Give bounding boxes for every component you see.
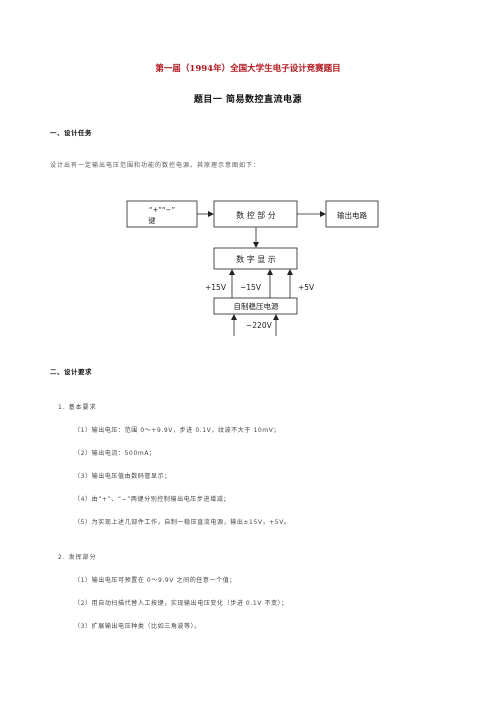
label-ac-220v: ~220V [246, 321, 273, 330]
control-box [213, 200, 298, 228]
extended-requirement-item: （2）用自动扫描代替人工按键，实现输出电压变化（步进 0.1V 不变）； [74, 600, 288, 607]
document-title: 第一届（1994年）全国大学生电子设计竞赛题目 [155, 64, 341, 74]
power-supply-box [213, 297, 298, 315]
label-neg15v: −15V [240, 283, 262, 292]
extended-requirement-item: （1）输出电压可预置在 0～9.9V 之间的任意一个值； [74, 577, 236, 584]
section-design-requirements-heading: 二、设计要求 [50, 368, 92, 376]
basic-requirement-item: （4）由“+”、“−”两键分别控制输出电压步进增减； [74, 496, 230, 503]
basic-requirement-item: （2）输出电流：500mA； [74, 450, 156, 457]
power-supply-label: 自制稳压电源 [234, 301, 279, 311]
output-circuit-label: 输出电路 [337, 210, 367, 220]
basic-requirement-item: （3）输出电压值由数码管显示； [74, 473, 171, 480]
display-label: 数 字 显 示 [236, 254, 276, 264]
basic-requirement-item: （5）为实现上述几部件工作，自制一稳压直流电源，输出±15V，+5V。 [74, 519, 291, 526]
control-label: 数 控 部 分 [236, 210, 276, 220]
keypad-label-line2: 键 [149, 216, 156, 225]
basic-requirement-item: （1）输出电压：范围 0～+9.9V，步进 0.1V，纹波不大于 10mV； [74, 427, 281, 434]
design-task-description: 设计出有一定输出电压范围和功能的数控电源。其原理示意图如下： [50, 162, 261, 169]
display-box [213, 247, 298, 270]
keypad-box [126, 200, 198, 228]
label-pos5v: +5V [298, 283, 315, 292]
section-design-task-heading: 一、设计任务 [50, 129, 92, 137]
basic-requirements-heading: 1. 基本要求 [58, 404, 97, 411]
output-circuit-box [325, 200, 379, 228]
label-pos15v: +15V [205, 283, 227, 292]
extended-requirements-heading: 2. 发挥部分 [58, 554, 97, 561]
keypad-label-line1: “+”“−” [149, 206, 175, 214]
problem-title: 题目一 简易数控直流电源 [193, 95, 303, 105]
extended-requirement-item: （3）扩展输出电压种类（比如三角波等）。 [74, 623, 201, 630]
